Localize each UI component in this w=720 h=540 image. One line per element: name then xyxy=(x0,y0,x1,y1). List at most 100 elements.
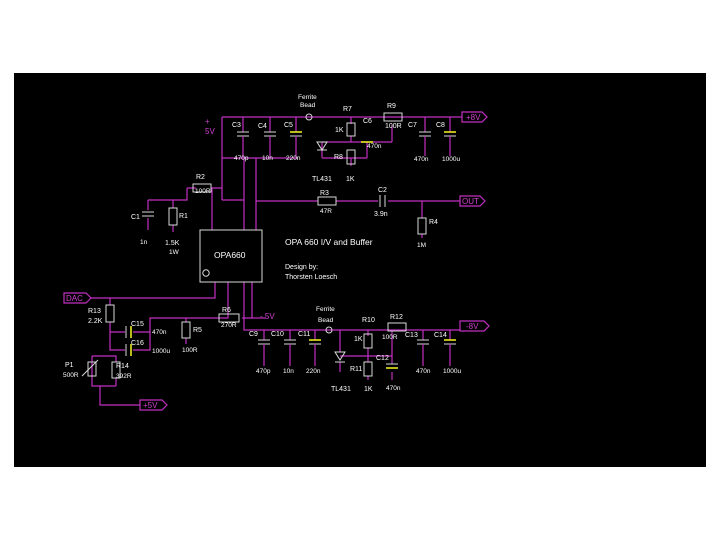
port-plus8v: +8V xyxy=(461,111,488,123)
svg-text:R5: R5 xyxy=(193,327,202,334)
svg-text:2.2K: 2.2K xyxy=(88,318,103,325)
svg-text:1.5K: 1.5K xyxy=(165,240,180,247)
resistor-r10: R10 1K xyxy=(354,317,375,349)
resistor-r12: R12 100R xyxy=(382,314,407,341)
resistor-r9: R9 100R xyxy=(383,103,403,130)
svg-text:R4: R4 xyxy=(429,219,438,226)
svg-text:470n: 470n xyxy=(367,143,382,150)
svg-text:C10: C10 xyxy=(271,331,284,338)
resistor-r5: R5 100R xyxy=(181,321,202,354)
schematic-background xyxy=(14,73,706,467)
svg-text:C5: C5 xyxy=(284,122,293,129)
svg-text:OUT: OUT xyxy=(462,197,479,206)
svg-text:470p: 470p xyxy=(234,155,249,162)
svg-text:R9: R9 xyxy=(387,103,396,110)
resistor-r14: R14 392R xyxy=(111,361,132,380)
rail-plus5v-line2: 5V xyxy=(205,127,215,136)
capacitor-c1: C1 1n xyxy=(131,211,154,246)
svg-text:47R: 47R xyxy=(320,208,332,215)
capacitor-c4: C4 10n xyxy=(258,123,276,162)
svg-text:R13: R13 xyxy=(88,308,101,315)
svg-text:1M: 1M xyxy=(417,242,426,249)
svg-text:R12: R12 xyxy=(390,314,403,321)
svg-text:R7: R7 xyxy=(343,106,352,113)
svg-text:+8V: +8V xyxy=(466,113,481,122)
ferrite-bead-bottom: Ferrite Bead xyxy=(316,306,335,334)
capacitor-c7: C7 470n xyxy=(408,122,431,163)
title-main: OPA 660 I/V and Buffer xyxy=(285,237,373,247)
resistor-r8: R8 1K xyxy=(334,149,356,183)
svg-text:Bead: Bead xyxy=(318,317,334,324)
svg-text:100R: 100R xyxy=(182,347,198,354)
resistor-r4: R4 1M xyxy=(417,217,438,249)
svg-text:470n: 470n xyxy=(414,156,429,163)
resistor-r1: R1 1.5K 1W xyxy=(165,207,188,256)
svg-text:1n: 1n xyxy=(140,239,148,246)
svg-text:C11: C11 xyxy=(298,331,310,338)
svg-text:R1: R1 xyxy=(179,213,188,220)
svg-text:Bead: Bead xyxy=(300,102,316,109)
svg-text:500R: 500R xyxy=(63,372,79,379)
svg-text:R2: R2 xyxy=(196,174,205,181)
svg-text:C4: C4 xyxy=(258,123,267,130)
svg-text:470n: 470n xyxy=(416,368,431,375)
resistor-r2: R2 100R xyxy=(192,174,212,195)
capacitor-c6: C6 470n xyxy=(361,118,382,150)
resistor-r7: R7 1K xyxy=(335,106,356,137)
svg-text:OPA660: OPA660 xyxy=(214,250,246,260)
svg-text:1W: 1W xyxy=(169,249,180,256)
capacitor-c11: C11 220n xyxy=(298,331,321,375)
svg-text:1K: 1K xyxy=(354,336,363,343)
svg-text:10n: 10n xyxy=(262,155,273,162)
svg-text:C2: C2 xyxy=(378,187,387,194)
design-by: Design by: xyxy=(285,264,318,271)
svg-text:+5V: +5V xyxy=(143,401,158,410)
svg-text:C12: C12 xyxy=(376,355,389,362)
svg-text:470n: 470n xyxy=(152,329,167,336)
svg-text:C9: C9 xyxy=(249,331,258,338)
port-dac: DAC xyxy=(63,292,92,304)
svg-text:220n: 220n xyxy=(286,155,301,162)
svg-text:100R: 100R xyxy=(382,334,398,341)
svg-text:10n: 10n xyxy=(283,368,294,375)
rail-minus5v: - 5V xyxy=(260,312,275,321)
svg-text:TL431: TL431 xyxy=(331,386,351,393)
svg-text:1000u: 1000u xyxy=(152,348,170,355)
capacitor-c15: C15 470n xyxy=(125,321,167,338)
shunt-regulator-tl431-top: TL431 xyxy=(312,141,332,183)
capacitor-c2: C2 3.9n xyxy=(374,187,388,218)
svg-text:C14: C14 xyxy=(434,332,447,339)
svg-text:100R: 100R xyxy=(195,188,211,195)
capacitor-c13: C13 470n xyxy=(405,332,431,375)
rail-plus5v-line1: + xyxy=(205,117,210,126)
svg-text:270R: 270R xyxy=(221,322,237,329)
svg-text:C6: C6 xyxy=(363,118,372,125)
svg-text:3.9n: 3.9n xyxy=(374,211,388,218)
opamp-opa660: OPA660 xyxy=(199,229,263,283)
svg-text:DAC: DAC xyxy=(66,294,83,303)
svg-text:C3: C3 xyxy=(232,122,241,129)
port-out: OUT xyxy=(459,195,486,207)
svg-text:470p: 470p xyxy=(256,368,271,375)
svg-text:R8: R8 xyxy=(334,154,343,161)
resistor-r13: R13 2.2K xyxy=(88,304,115,325)
capacitor-c9: C9 470p xyxy=(249,331,271,375)
capacitor-c8: C8 1000u xyxy=(436,122,460,163)
port-plus5v-bottom: +5V xyxy=(139,399,168,411)
svg-text:392R: 392R xyxy=(116,373,132,380)
resistor-r11: R11 1K xyxy=(350,361,373,393)
shunt-regulator-tl431-bottom: TL431 xyxy=(331,351,351,393)
svg-text:R3: R3 xyxy=(320,190,329,197)
svg-text:C7: C7 xyxy=(408,122,417,129)
svg-text:R14: R14 xyxy=(116,363,129,370)
svg-text:R6: R6 xyxy=(222,307,231,314)
resistor-r3: R3 47R xyxy=(317,190,337,215)
capacitor-c16: C16 1000u xyxy=(125,340,170,356)
svg-text:1000u: 1000u xyxy=(442,156,460,163)
svg-text:100R: 100R xyxy=(385,123,402,130)
capacitor-c10: C10 10n xyxy=(271,331,296,375)
resistor-r6: R6 270R xyxy=(218,307,240,329)
capacitor-c12: C12 470n xyxy=(376,355,401,392)
ferrite-bead-top: Ferrite Bead xyxy=(298,94,317,121)
